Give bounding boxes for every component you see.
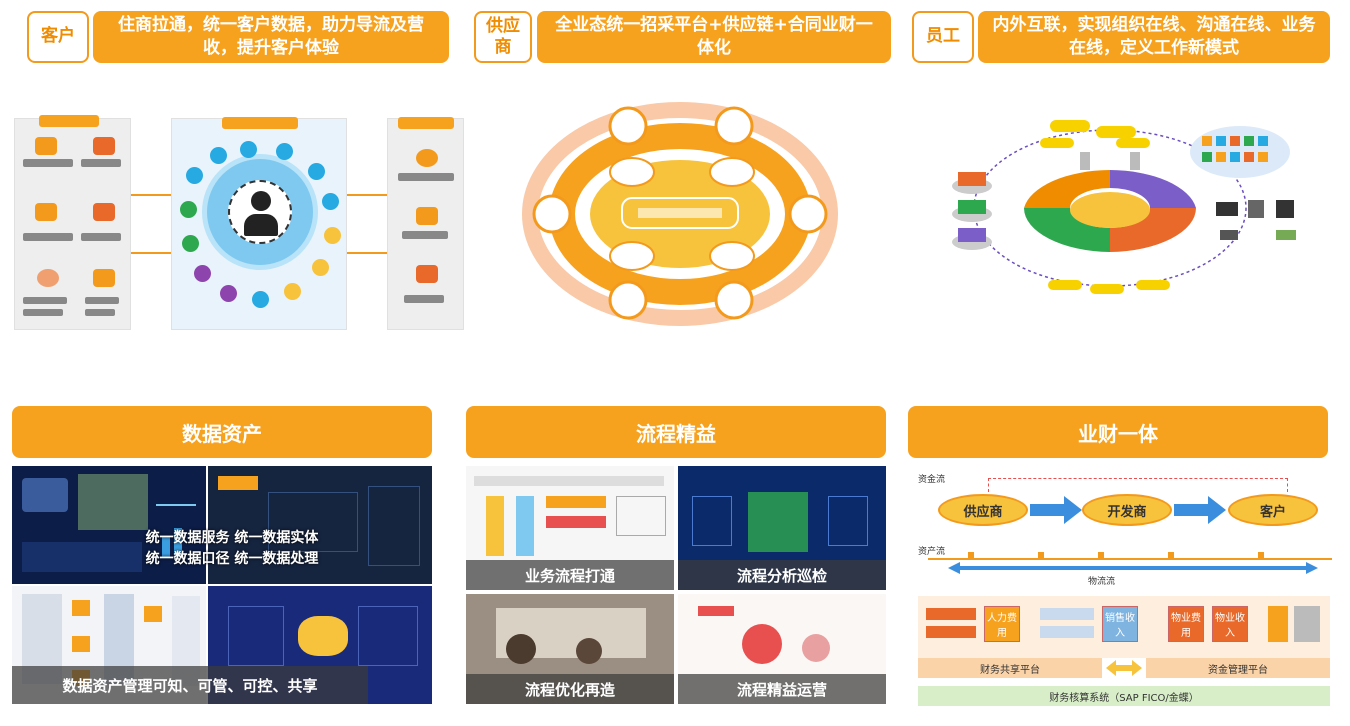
accounting-system-bar: 财务核算系统（SAP FICO/金蝶） — [918, 686, 1330, 706]
center-ring — [202, 154, 318, 270]
caption-process-analysis: 流程分析巡检 — [678, 560, 886, 590]
employee-ring — [1024, 170, 1196, 252]
employee-building-icons — [952, 172, 992, 250]
supplier-node: 供应商 — [938, 494, 1028, 526]
property-revenue-box: 物业收入 — [1212, 606, 1248, 642]
employee-tag: 员工 — [912, 11, 974, 63]
data-unification-overlay: 统一数据服务 统一数据实体 统一数据口径 统一数据处理 — [112, 528, 352, 574]
supplier-cycle-diagram — [522, 102, 838, 326]
customer-source-panel — [14, 115, 131, 330]
device-icons — [1216, 200, 1296, 240]
connector-line — [347, 252, 387, 254]
timeline-line — [928, 558, 1332, 560]
double-arrow-icon — [948, 562, 1318, 574]
finance-integration-diagram: 资金流 供应商 开发商 客户 资产流 物流流 人力费用 销售收入 物业费用 物业… — [908, 464, 1338, 712]
outer-ring — [522, 102, 838, 326]
cloud-apps-icon — [1190, 126, 1290, 178]
fund-management-platform: 资金管理平台 — [1146, 658, 1330, 678]
fund-flow-line — [988, 478, 1288, 492]
process-lean-title: 流程精益 — [466, 406, 886, 458]
fund-flow-label: 资金流 — [918, 475, 946, 485]
supplier-outer-icons — [532, 106, 828, 320]
process-lean-collage: 业务流程打通 流程分析巡检 流程优化再造 流程精益运营 — [466, 466, 886, 704]
employee-banner: 内外互联，实现组织在线、沟通在线、业务在线，定义工作新模式 — [978, 11, 1330, 63]
supplier-stage-nodes — [609, 157, 755, 271]
double-arrow-icon — [1106, 660, 1142, 676]
developer-node: 开发商 — [1082, 494, 1172, 526]
finance-module-area: 人力费用 销售收入 物业费用 物业收入 — [918, 596, 1330, 658]
customer-node: 客户 — [1228, 494, 1318, 526]
supplier-tag: 供应商 — [474, 11, 532, 63]
asset-flow-label: 资产流 — [918, 547, 946, 557]
data-assets-collage: 统一数据服务 统一数据实体 统一数据口径 统一数据处理 数据资产管理可知、可管、… — [12, 466, 432, 704]
connector-line — [131, 194, 171, 196]
customer-tag: 客户 — [27, 11, 89, 63]
customer-target-panel — [387, 117, 464, 330]
arrow-right-icon — [1030, 496, 1082, 524]
finance-integration-title: 业财一体 — [908, 406, 1328, 458]
supplier-banner: 全业态统一招采平台+供应链+合同业财一体化 — [537, 11, 891, 63]
overlay-line: 统一数据口径 统一数据处理 — [145, 551, 319, 567]
caption-business-process: 业务流程打通 — [466, 560, 674, 590]
connector-line — [131, 252, 171, 254]
data-assets-title: 数据资产 — [12, 406, 432, 458]
overlay-line: 统一数据服务 统一数据实体 — [145, 530, 319, 546]
finance-share-platform: 财务共享平台 — [918, 658, 1102, 678]
connector-line — [347, 194, 387, 196]
logistics-flow-label: 物流流 — [1088, 577, 1116, 587]
sales-revenue-box: 销售收入 — [1102, 606, 1138, 642]
employee-network-diagram — [952, 120, 1296, 294]
caption-process-optimization: 流程优化再造 — [466, 674, 674, 704]
property-cost-box: 物业费用 — [1168, 606, 1204, 642]
customer-center-panel — [171, 117, 347, 330]
caption-process-operations: 流程精益运营 — [678, 674, 886, 704]
data-assets-caption: 数据资产管理可知、可管、可控、共享 — [12, 666, 368, 704]
arrow-right-icon — [1174, 496, 1226, 524]
dashboard-screenshot — [12, 466, 206, 584]
customer-avatar-icon — [228, 180, 292, 244]
customer-diagram — [14, 115, 464, 330]
dashboard-screenshot — [208, 466, 432, 584]
labor-cost-box: 人力费用 — [984, 606, 1020, 642]
customer-banner: 住商拉通，统一客户数据，助力导流及营收，提升客户体验 — [93, 11, 449, 63]
